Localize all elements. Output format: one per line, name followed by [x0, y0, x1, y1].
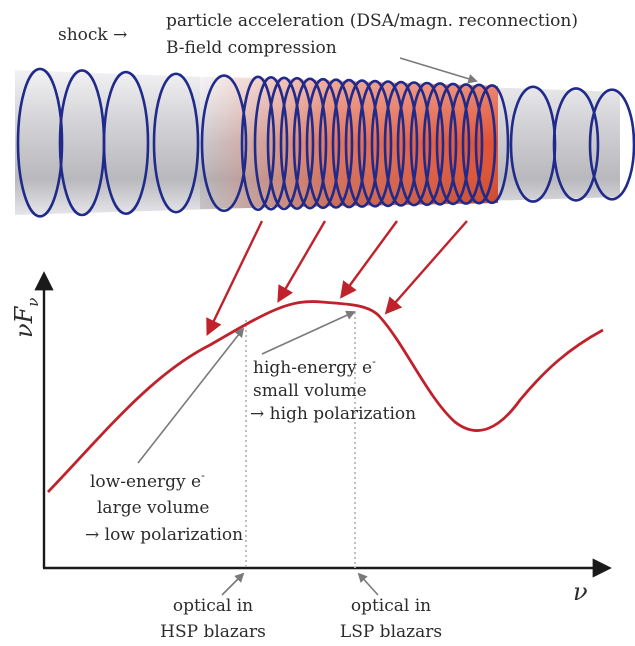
x-axis-label: ν	[573, 578, 588, 606]
lsp-label-line1: optical in	[351, 596, 431, 616]
field-coil-loop	[279, 76, 315, 210]
acceleration-label: particle acceleration (DSA/magn. reconne…	[166, 11, 578, 31]
field-coil-loop	[102, 70, 150, 215]
field-coil-loop	[152, 72, 200, 214]
field-coil-loop	[200, 74, 248, 213]
field-coil-loop	[357, 79, 393, 208]
compression-pointer-arrow	[399, 57, 478, 84]
field-coil-loop	[588, 88, 635, 201]
emission-arrows	[206, 220, 468, 337]
high-energy-line1: high-energy e-	[253, 355, 376, 378]
field-coil-loop	[409, 81, 445, 207]
hsp-label-line1: optical in	[173, 596, 253, 616]
field-coil-loop	[16, 67, 64, 218]
field-coil-loop	[240, 75, 276, 212]
emission-arrow-4	[384, 220, 468, 315]
emission-arrow-2	[277, 220, 327, 303]
field-coil-loop	[266, 76, 302, 211]
sed-plot: νFν ν high-energy e- small volume → high…	[10, 271, 612, 642]
field-coil-loop	[474, 84, 510, 205]
field-coil-loop	[383, 80, 419, 207]
sed-curve	[46, 300, 604, 493]
shock-label: shock →	[58, 25, 127, 45]
field-coil-loop	[370, 80, 406, 208]
field-coil-loop	[422, 82, 458, 206]
field-coil-loop	[344, 79, 380, 208]
emission-arrow-1	[206, 220, 264, 337]
magnetic-field-coils	[16, 67, 635, 218]
field-coil-loop	[292, 77, 328, 210]
high-energy-line2: small volume	[253, 381, 367, 401]
field-coil-loop	[253, 76, 289, 211]
y-axis-label: νFν	[10, 298, 42, 338]
field-coil-loop	[448, 83, 484, 205]
field-coil-loop	[305, 77, 341, 210]
field-coil-loop	[461, 83, 497, 205]
hsp-label-line2: HSP blazars	[160, 622, 266, 642]
emission-arrow-3	[340, 220, 398, 299]
low-energy-line3: → low polarization	[85, 525, 243, 545]
field-coil-loop	[435, 82, 471, 206]
high-energy-pointer	[261, 310, 356, 355]
jet-illustration	[15, 67, 635, 218]
high-energy-line3: → high polarization	[250, 404, 416, 424]
compression-label: B-field compression	[166, 38, 337, 58]
field-coil-loop	[396, 81, 432, 207]
field-coil-loop	[318, 78, 354, 209]
hsp-pointer	[221, 572, 245, 596]
low-energy-pointer	[137, 327, 245, 464]
field-coil-loop	[552, 87, 600, 202]
low-energy-line2: large volume	[97, 498, 209, 518]
field-coil-loop	[331, 78, 367, 209]
lsp-pointer	[357, 572, 379, 596]
lsp-label-line2: LSP blazars	[340, 622, 442, 642]
low-energy-line1: low-energy e-	[90, 469, 205, 492]
